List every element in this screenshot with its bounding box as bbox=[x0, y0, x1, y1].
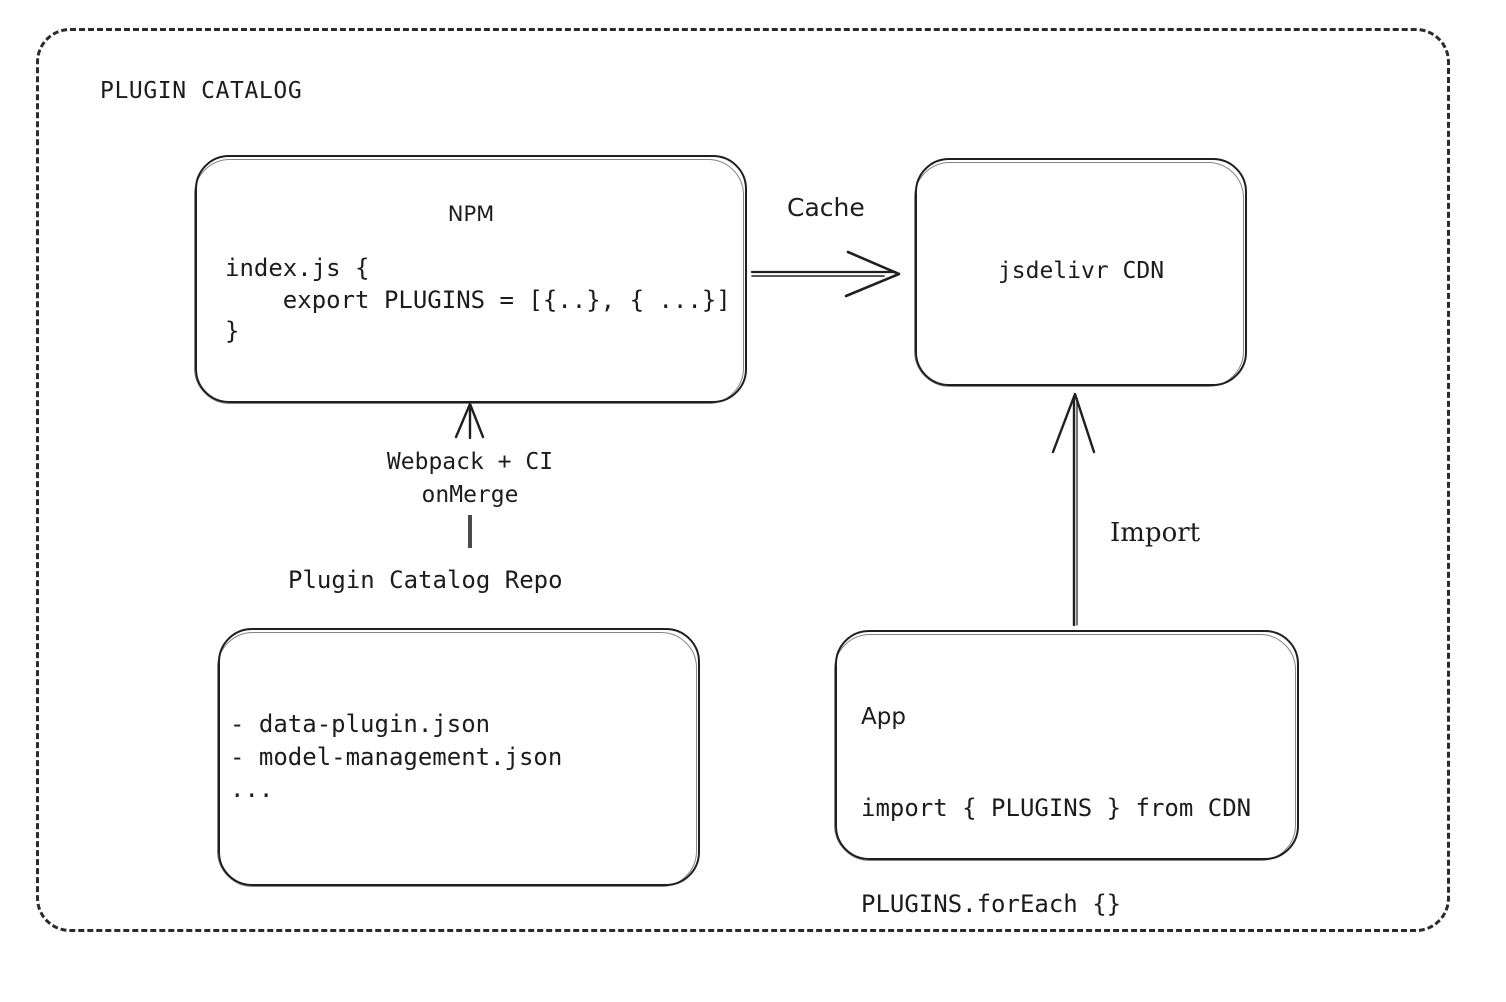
node-app[interactable]: App import { PLUGINS } from CDN PLUGINS.… bbox=[834, 630, 1299, 918]
page-title: PLUGIN CATALOG bbox=[100, 78, 303, 104]
repo-file-list: - data-plugin.json - model-management.js… bbox=[230, 710, 563, 804]
edge-label-import: Import bbox=[1110, 518, 1201, 548]
npm-title: NPM bbox=[447, 202, 495, 226]
node-npm[interactable]: NPM index.js { export PLUGINS = [{..}, {… bbox=[194, 155, 747, 404]
node-plugin-catalog-repo[interactable]: - data-plugin.json - model-management.js… bbox=[217, 628, 700, 887]
edge-label-cache: Cache bbox=[787, 193, 865, 222]
repo-caption: Plugin Catalog Repo bbox=[288, 566, 563, 594]
edge-label-webpack-ci: Webpack + CI onMerge bbox=[386, 449, 554, 508]
npm-code-snippet: index.js { export PLUGINS = [{..}, { ...… bbox=[225, 254, 731, 346]
app-content: App import { PLUGINS } from CDN PLUGINS.… bbox=[861, 666, 1251, 956]
plugin-catalog-boundary bbox=[36, 28, 1450, 932]
app-import-line: import { PLUGINS } from CDN bbox=[861, 794, 1252, 822]
node-jsdelivr-cdn[interactable]: jsdelivr CDN bbox=[914, 158, 1247, 387]
app-title: App bbox=[861, 704, 906, 730]
jsdelivr-cdn-label: jsdelivr CDN bbox=[997, 258, 1165, 284]
app-foreach-line: PLUGINS.forEach {} bbox=[861, 890, 1122, 918]
